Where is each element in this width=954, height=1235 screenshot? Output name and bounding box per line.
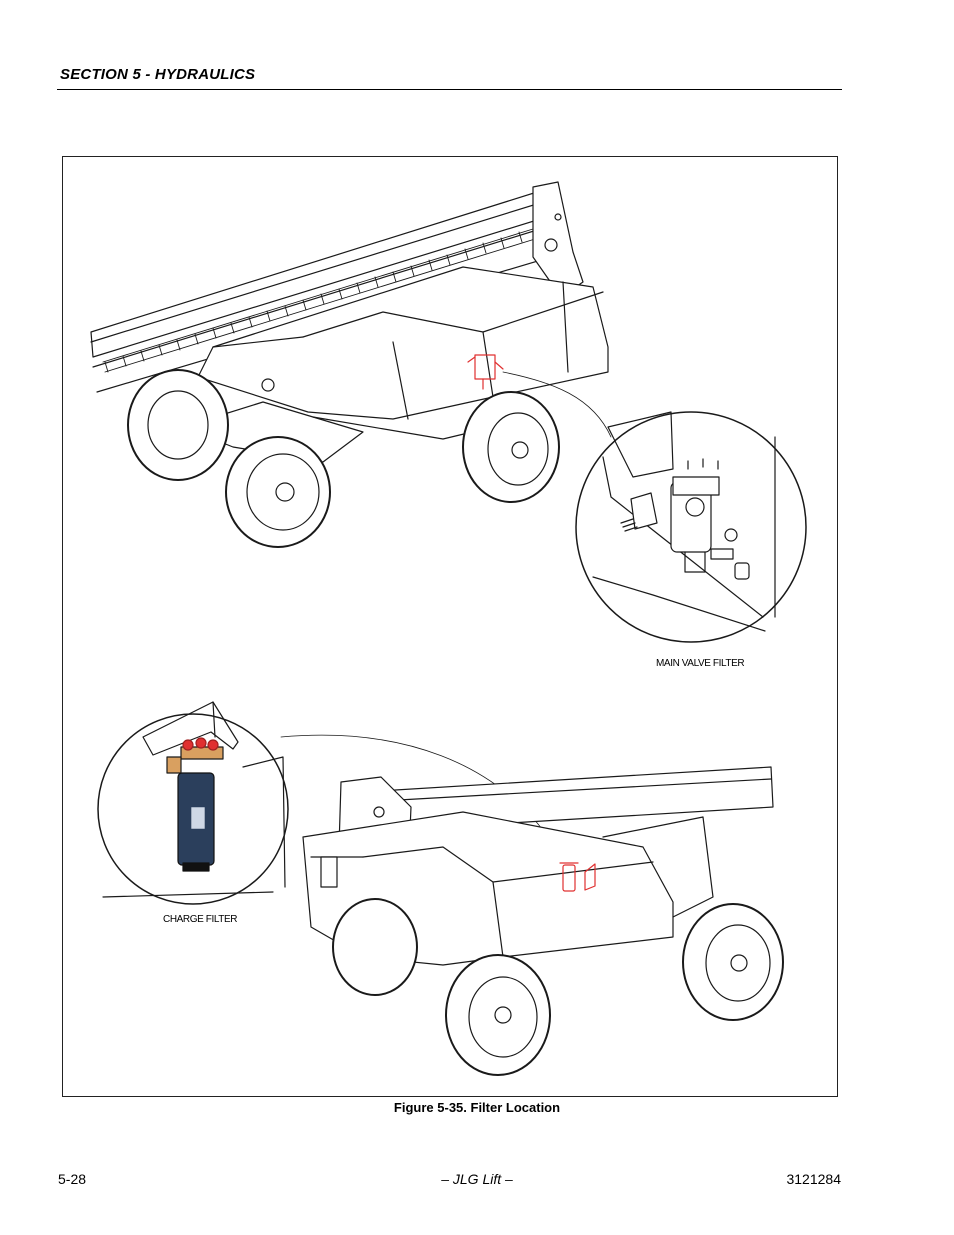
document-number: 3121284 bbox=[786, 1171, 841, 1187]
charge-filter-detail bbox=[97, 701, 562, 905]
filter-location-illustration bbox=[90, 181, 807, 1076]
charge-filter-label: CHARGE FILTER bbox=[163, 914, 238, 925]
section-title: SECTION 5 - HYDRAULICS bbox=[60, 66, 256, 83]
main-valve-filter-label: MAIN VALVE FILTER bbox=[656, 658, 745, 669]
figure-caption: Figure 5-35. Filter Location bbox=[393, 1100, 561, 1115]
main-valve-filter-marker bbox=[467, 354, 504, 390]
header-rule bbox=[57, 89, 842, 90]
upper-machine-drawing bbox=[90, 181, 612, 548]
main-valve-filter-detail bbox=[575, 411, 807, 643]
publisher-footer: – JLG Lift – bbox=[441, 1171, 513, 1187]
upper-wheels bbox=[127, 369, 560, 548]
lower-machine-drawing bbox=[302, 766, 784, 1076]
charge-filter-marker bbox=[559, 862, 596, 892]
page-number: 5-28 bbox=[58, 1171, 87, 1187]
figure-frame: MAIN VALVE FILTER CHARGE FILTER bbox=[62, 156, 838, 1097]
lower-wheels bbox=[332, 898, 784, 1076]
